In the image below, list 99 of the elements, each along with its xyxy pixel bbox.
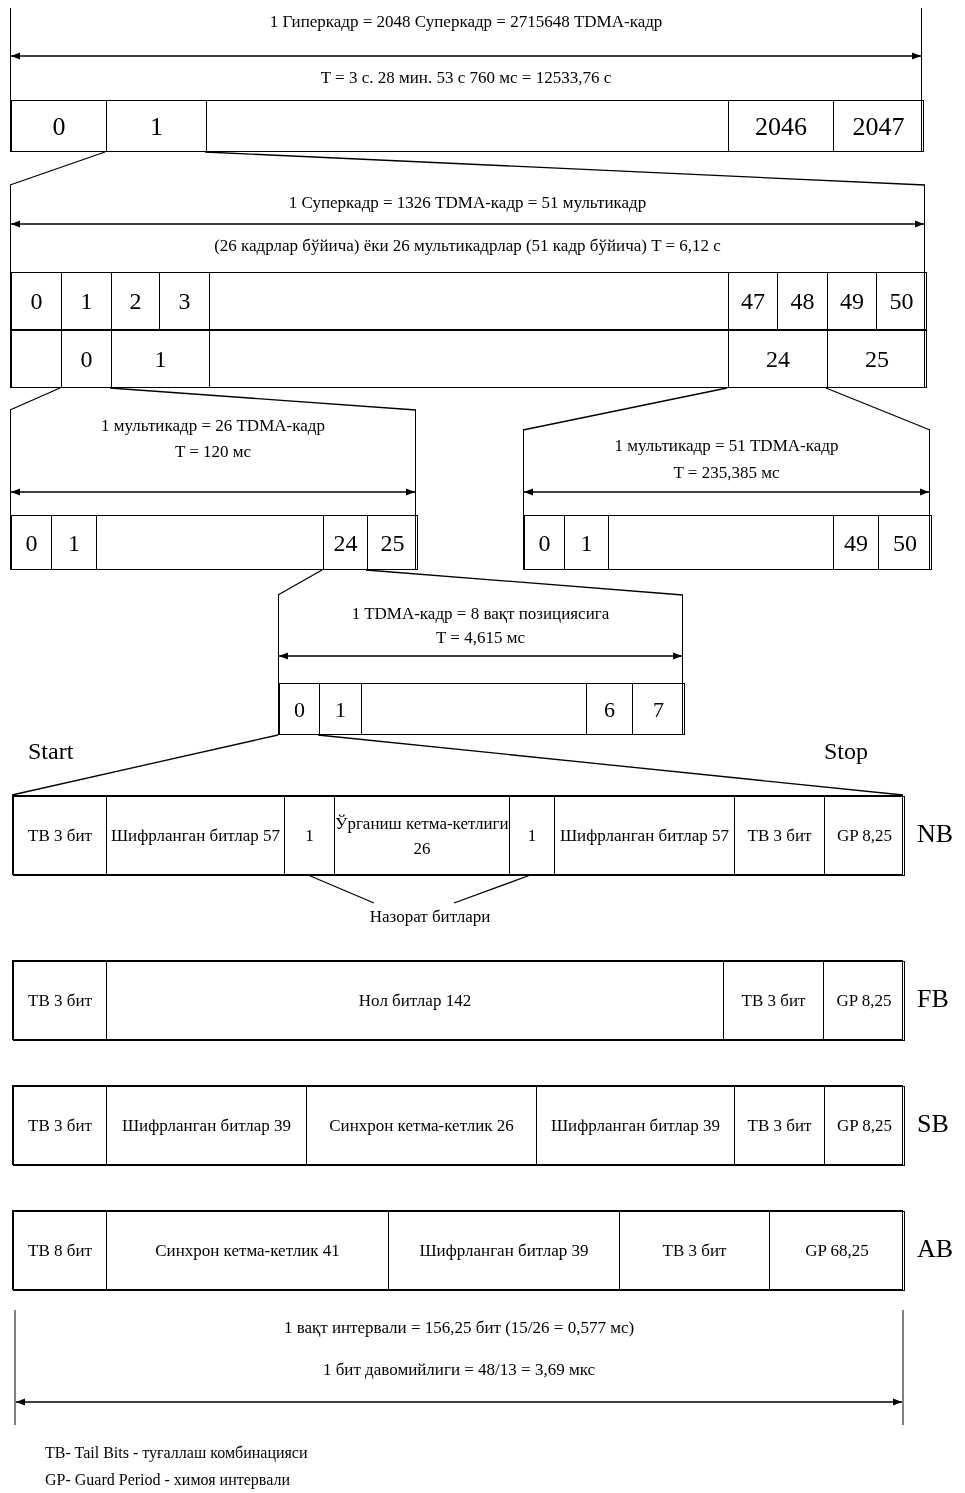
zoom-connector <box>204 151 926 186</box>
frame-cell: 1 <box>319 683 362 735</box>
frame-cell: 1 <box>564 515 609 570</box>
note-text: GP- Guard Period - химоя интервали <box>45 1471 291 1489</box>
frame-heading: 1 мультикадр = 51 TDMA-кадр <box>613 436 840 456</box>
frame-cell: TB 3 бит <box>13 961 107 1041</box>
frame-cell: 0 <box>524 515 565 570</box>
leader-line <box>307 874 375 904</box>
frame-panel <box>278 595 683 735</box>
burst-type-label: SB <box>917 1109 949 1139</box>
frame-cell: Шифрланган битлар 39 <box>388 1211 620 1291</box>
burst-type-label: AB <box>917 1234 954 1264</box>
burst-row <box>12 1210 903 1290</box>
frame-cell: 24 <box>728 330 828 388</box>
zoom-connector <box>11 734 279 796</box>
frame-cell: 24 <box>323 515 368 570</box>
zoom-connector <box>277 569 323 596</box>
frame-cell: 0 <box>11 272 62 330</box>
frame-cell <box>96 515 324 570</box>
frame-panel <box>10 185 925 388</box>
zoom-connector <box>522 387 728 431</box>
period-text: (26 кадрлар бўйича) ёки 26 мультикадрлар (51 кадр бўйича) T = 6,12 с <box>213 236 722 256</box>
burst-row <box>12 1085 903 1165</box>
burst-row <box>12 960 903 1040</box>
frame-cell: TB 3 бит <box>13 796 107 876</box>
frame-cell: 2 <box>111 272 160 330</box>
frame-heading: 1 TDMA-кадр = 8 вақт позициясига <box>350 604 611 624</box>
frame-cell: TB 3 бит <box>619 1211 770 1291</box>
frame-cell: 49 <box>827 272 877 330</box>
frame-cell: GP 8,25 <box>824 796 905 876</box>
zoom-connector <box>9 151 106 186</box>
frame-cell: TB 3 бит <box>734 796 825 876</box>
frame-cell: 1 <box>61 272 112 330</box>
frame-cell: TB 8 бит <box>13 1211 107 1291</box>
period-text: T = 3 с. 28 мин. 53 с 760 мс = 12533,76 с <box>319 68 613 88</box>
frame-cell: 0 <box>11 515 52 570</box>
frame-cell: Шифрланган битлар 57 <box>554 796 735 876</box>
period-text: T = 235,385 мс <box>672 463 781 483</box>
zoom-connector <box>109 387 417 411</box>
frame-heading: 1 Гиперкадр = 2048 Суперкадр = 2715648 TDMA-кадр <box>268 12 664 32</box>
frame-panel <box>10 8 922 152</box>
frame-cell: 2046 <box>728 100 834 152</box>
frame-cell: 3 <box>159 272 210 330</box>
frame-cell: 50 <box>878 515 932 570</box>
frame-cell: 2047 <box>833 100 924 152</box>
frame-cell: 25 <box>367 515 418 570</box>
note-text: TB- Tail Bits - туғаллаш комбинацияси <box>45 1444 309 1462</box>
frame-cell: 1 <box>509 796 555 876</box>
frame-cell <box>11 330 62 388</box>
frame-cell: Нол битлар 142 <box>106 961 724 1041</box>
frame-cell: TB 3 бит <box>723 961 824 1041</box>
frame-cell: 0 <box>11 100 107 152</box>
zoom-connector <box>317 734 904 796</box>
burst-type-label: FB <box>917 984 949 1014</box>
zoom-connector <box>365 569 684 596</box>
zoom-connector <box>9 387 61 411</box>
frame-cell: 48 <box>777 272 828 330</box>
period-text: T = 120 мс <box>173 442 253 462</box>
frame-cell: Синхрон кетма-кетлик 26 <box>306 1086 537 1166</box>
frame-cell: Шифрланган битлар 57 <box>106 796 285 876</box>
direction-label: Stop <box>824 738 869 765</box>
frame-cell <box>361 683 587 735</box>
burst-row <box>12 795 903 875</box>
frame-cell: 0 <box>279 683 320 735</box>
frame-cell: 1 <box>111 330 210 388</box>
frame-cell: 1 <box>51 515 97 570</box>
frame-cell: 1 <box>106 100 207 152</box>
frame-cell: 47 <box>728 272 778 330</box>
frame-cell: Синхрон кетма-кетлик 41 <box>106 1211 389 1291</box>
frame-cell: 25 <box>827 330 927 388</box>
frame-cell: Шифрланган битлар 39 <box>536 1086 735 1166</box>
direction-label: Start <box>28 738 75 765</box>
frame-cell: 7 <box>632 683 685 735</box>
frame-panel <box>523 430 930 570</box>
frame-heading: 1 Суперкадр = 1326 TDMA-кадр = 51 мультикадр <box>287 193 648 213</box>
frame-cell <box>206 100 729 152</box>
frame-cell: 49 <box>833 515 879 570</box>
frame-cell: GP 8,25 <box>824 1086 905 1166</box>
frame-cell: TB 3 бит <box>13 1086 107 1166</box>
frame-heading: 1 мультикадр = 26 TDMA-кадр <box>100 416 326 436</box>
frame-cell: Шифрланган битлар 39 <box>106 1086 307 1166</box>
frame-cell: 6 <box>586 683 633 735</box>
frame-cell: GP 68,25 <box>769 1211 905 1291</box>
frame-cell: Ўрганиш кетма-кетлиги 26 <box>334 796 510 876</box>
interval-text: 1 вақт интервали = 156,25 бит (15/26 = 0,577 мс) <box>282 1318 636 1338</box>
frame-cell <box>209 272 729 330</box>
period-text: T = 4,615 мс <box>435 628 526 648</box>
frame-cell: 50 <box>876 272 927 330</box>
interval-text: 1 бит давомийлиги = 48/13 = 3,69 мкс <box>321 1360 597 1380</box>
frame-cell <box>608 515 834 570</box>
frame-cell: TB 3 бит <box>734 1086 825 1166</box>
frame-panel <box>10 410 416 570</box>
callout-text: Назорат битлари <box>330 903 530 931</box>
frame-cell: GP 8,25 <box>823 961 905 1041</box>
zoom-connector <box>825 387 931 431</box>
frame-cell <box>209 330 729 388</box>
burst-type-label: NB <box>917 819 954 849</box>
frame-cell: 0 <box>61 330 112 388</box>
frame-cell: 1 <box>284 796 335 876</box>
